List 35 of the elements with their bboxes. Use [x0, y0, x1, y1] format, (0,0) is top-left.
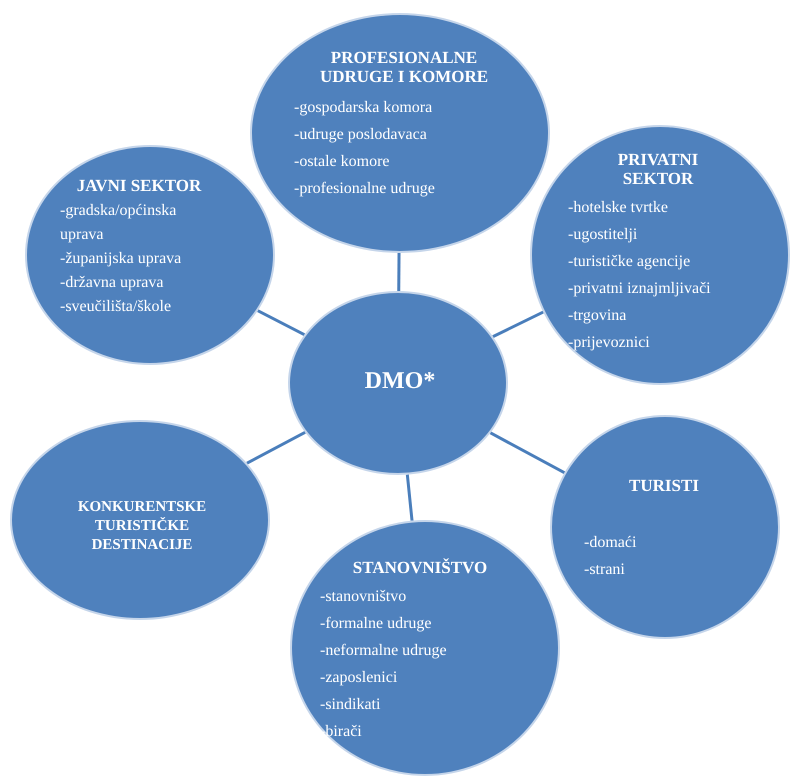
node-heading: PRIVATNI SEKTOR — [616, 150, 700, 188]
list-item: -turističke agencije — [568, 252, 692, 272]
connector-line — [490, 432, 566, 474]
list-item: -birači — [320, 722, 363, 742]
node-heading: JAVNI SEKTOR — [76, 176, 202, 195]
list-item: -domaći — [584, 533, 638, 553]
connector-line — [257, 309, 306, 336]
list-item: -stanovništvo — [320, 587, 408, 607]
node-heading: KONKURENTSKE TURISTIČKE DESTINACIJE — [76, 498, 208, 555]
list-item: -sindikati — [320, 695, 382, 715]
node-heading: STANOVNIŠTVO — [352, 558, 488, 577]
list-item: -privatni iznajmljivači — [568, 279, 712, 299]
list-item: -državna uprava — [60, 273, 164, 293]
list-item: -ugostitelji — [568, 225, 638, 245]
node-heading: TURISTI — [628, 476, 700, 495]
connector-line — [397, 252, 401, 292]
connector-line — [492, 310, 544, 338]
list-item: -prijevoznici — [568, 333, 651, 353]
list-item: -županijska uprava — [60, 249, 182, 269]
list-item: -gradska/općinska uprava — [60, 201, 178, 245]
connector-line — [246, 430, 306, 465]
list-item: -udruge poslodavaca — [294, 125, 428, 145]
list-item: -profesionalne udruge — [294, 179, 436, 199]
list-item: -ostale komore — [294, 152, 391, 172]
connector-line — [406, 474, 414, 521]
list-item: -zaposlenici — [320, 668, 398, 688]
list-item: -formalne udruge — [320, 614, 433, 634]
list-item: -sveučilišta/škole — [60, 297, 172, 317]
list-item: -gospodarska komora — [294, 98, 434, 118]
node-heading: PROFESIONALNE UDRUGE I KOMORE — [318, 48, 490, 86]
node-heading: DMO* — [364, 372, 436, 391]
list-item: -strani — [584, 560, 626, 580]
list-item: -neformalne udruge — [320, 641, 448, 661]
list-item: -trgovina — [568, 306, 628, 326]
list-item: -hotelske tvrtke — [568, 198, 669, 218]
